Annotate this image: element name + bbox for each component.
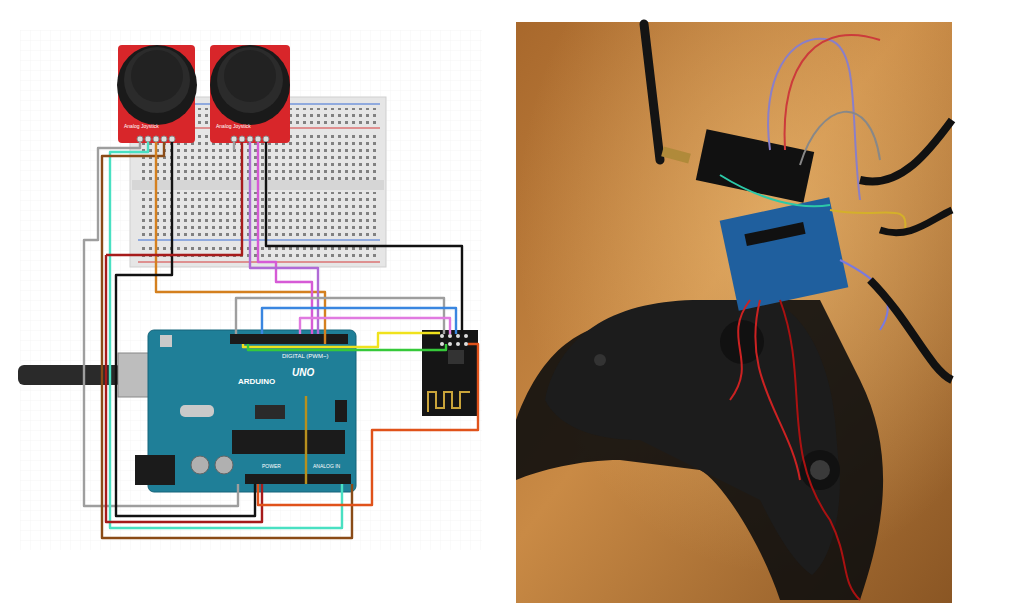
photo [516,22,952,603]
canvas-grid [20,30,482,550]
board-label: POWER [262,464,281,469]
board-label: Analog Joystick [216,124,251,129]
wires [84,142,478,538]
joystick-module [117,45,197,143]
board-label: Analog Joystick [124,124,159,129]
board-label: ARDUINO [238,378,275,386]
arduino-board [135,330,356,492]
board-label: UNO [292,368,314,378]
joystick-module [210,45,290,143]
board-label: DIGITAL (PWM~) [282,353,329,359]
board-label: ANALOG IN [313,464,340,469]
